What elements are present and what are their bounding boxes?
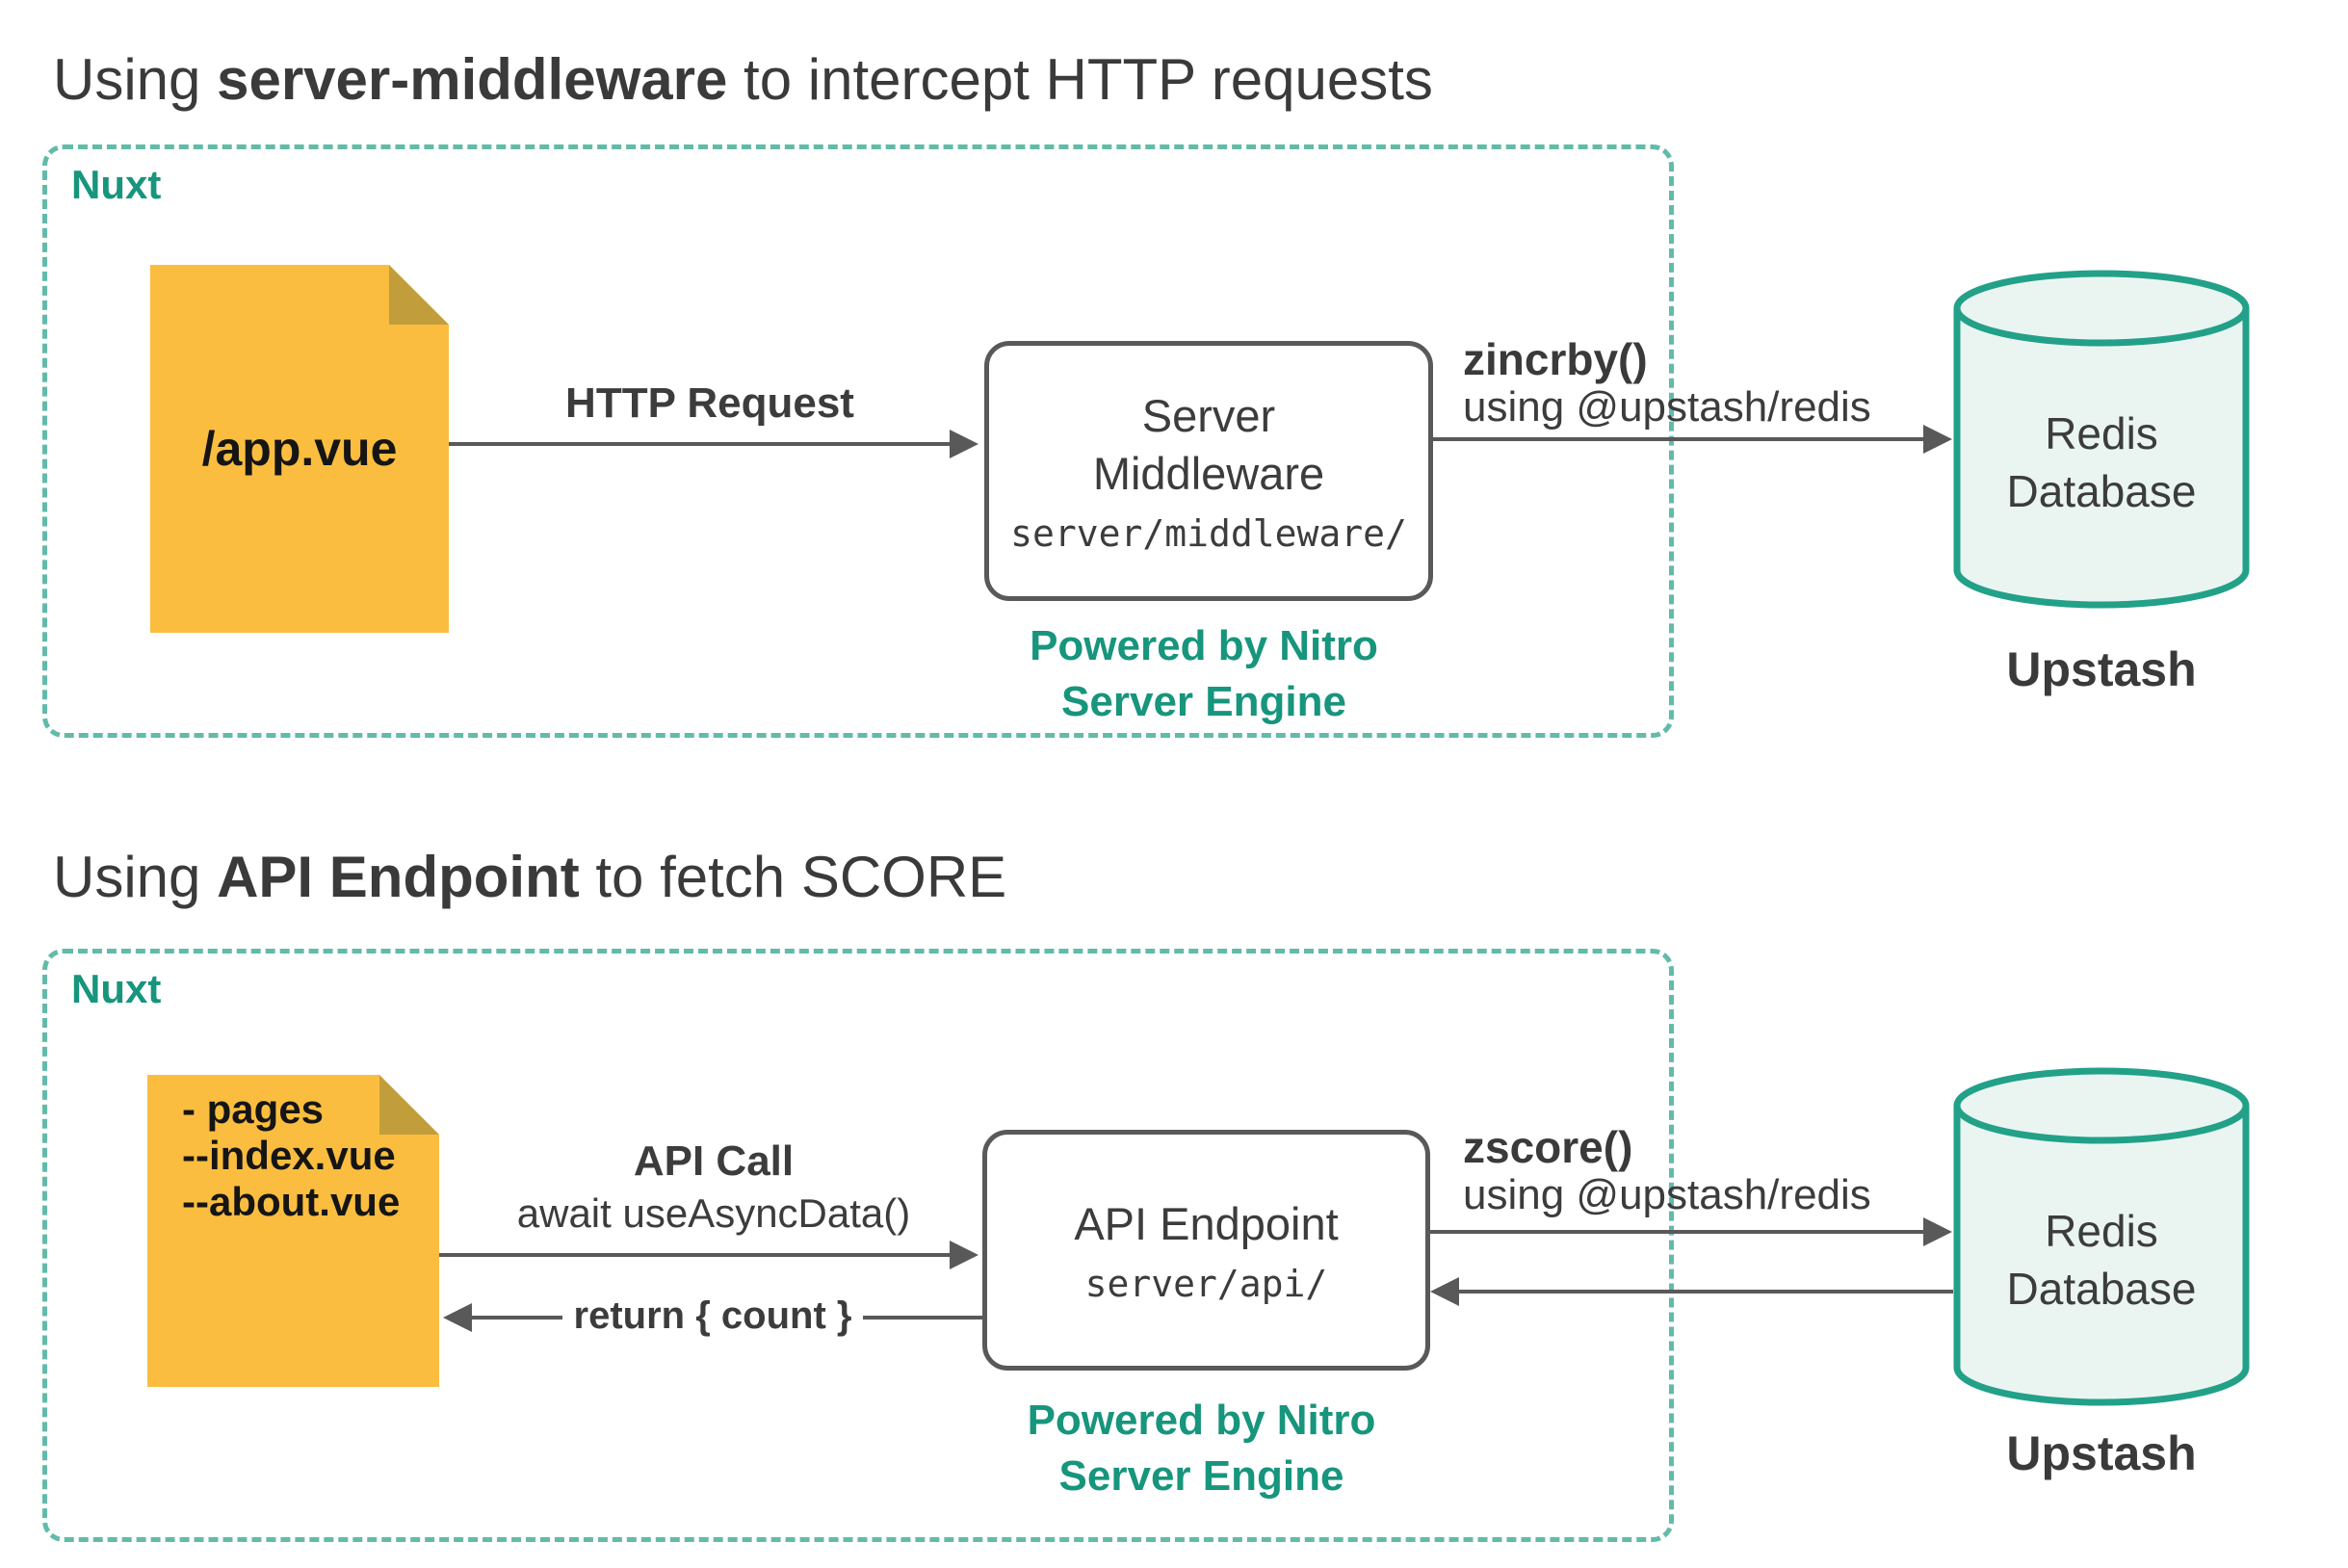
file-line: - pages [182, 1086, 325, 1132]
file-line: --about.vue [182, 1179, 401, 1224]
title-suffix: to intercept HTTP requests [727, 47, 1433, 112]
zincrby-arrow-line [1428, 437, 1923, 441]
api-call-label: API Call [633, 1137, 795, 1185]
http-request-arrow-line [449, 442, 950, 446]
title-prefix: Using [53, 47, 218, 112]
file-name-label: /app.vue [201, 422, 398, 476]
server-box-path: server/api/ [1084, 1263, 1328, 1305]
title-suffix: to fetch SCORE [579, 845, 1007, 909]
redis-command-label: zincrby() [1463, 334, 1648, 384]
powered-line1: Powered by Nitro [1027, 1397, 1376, 1444]
http-request-label: HTTP Request [565, 379, 854, 427]
section1-title: Using server-middleware to intercept HTT… [53, 46, 1433, 113]
zscore-arrow-line [1425, 1230, 1923, 1234]
arrowhead-left-icon [443, 1303, 472, 1332]
redis-database-label: Redis Database [1953, 1202, 2250, 1318]
powered-line2: Server Engine [1061, 678, 1346, 725]
db-name-line1: Redis [2045, 408, 2158, 458]
api-call-sublabel: await useAsyncData() [516, 1190, 911, 1236]
powered-line1: Powered by Nitro [1030, 622, 1378, 669]
app-vue-file-icon: /app.vue [150, 265, 449, 633]
arrowhead-right-icon [950, 430, 978, 458]
arrowhead-right-icon [1923, 425, 1952, 454]
server-middleware-box: Server Middleware server/middleware/ [984, 341, 1433, 601]
nuxt-label: Nuxt [71, 966, 162, 1011]
db-name-line2: Database [2006, 466, 2197, 516]
section2-title: Using API Endpoint to fetch SCORE [53, 844, 1006, 910]
redis-database-icon [1953, 270, 2250, 609]
arrowhead-left-icon [1430, 1277, 1459, 1306]
redis-database-icon [1953, 1067, 2250, 1406]
powered-by-nitro-label: Powered by Nitro Server Engine [984, 618, 1423, 730]
server-box-title-line1: Server [1141, 390, 1276, 441]
nuxt-label: Nuxt [71, 162, 162, 207]
return-count-label: return { count } [561, 1294, 864, 1337]
server-box-path: server/middleware/ [1010, 512, 1407, 555]
title-prefix: Using [53, 845, 218, 909]
db-name-line1: Redis [2045, 1206, 2158, 1256]
nuxt-container [42, 144, 1674, 738]
powered-by-nitro-label: Powered by Nitro Server Engine [982, 1393, 1421, 1504]
redis-return-arrow-line [1459, 1290, 1953, 1294]
api-call-arrow-line [439, 1253, 950, 1257]
powered-line2: Server Engine [1058, 1452, 1344, 1500]
nuxt-container [42, 949, 1674, 1542]
server-box-title-line1: API Endpoint [1074, 1198, 1339, 1249]
redis-database-label: Redis Database [1953, 405, 2250, 520]
redis-client-label: using @upstash/redis [1463, 1171, 1871, 1218]
pages-file-icon: - pages --index.vue --about.vue [147, 1075, 439, 1387]
redis-client-label: using @upstash/redis [1463, 383, 1871, 431]
arrowhead-right-icon [1923, 1217, 1952, 1246]
title-emphasis: API Endpoint [217, 845, 580, 909]
pages-file-lines: - pages --index.vue --about.vue [147, 1075, 439, 1225]
redis-command-label: zscore() [1463, 1122, 1633, 1172]
upstash-label: Upstash [2006, 1426, 2197, 1480]
arrowhead-right-icon [950, 1241, 978, 1269]
upstash-label: Upstash [2006, 642, 2197, 696]
return-label-wrap: return { count } [443, 1294, 982, 1338]
server-box-title-line2: Middleware [1092, 448, 1325, 499]
title-emphasis: server-middleware [217, 47, 728, 112]
db-name-line2: Database [2006, 1264, 2197, 1314]
api-endpoint-box: API Endpoint server/api/ [982, 1130, 1430, 1371]
file-line: --index.vue [182, 1133, 396, 1178]
